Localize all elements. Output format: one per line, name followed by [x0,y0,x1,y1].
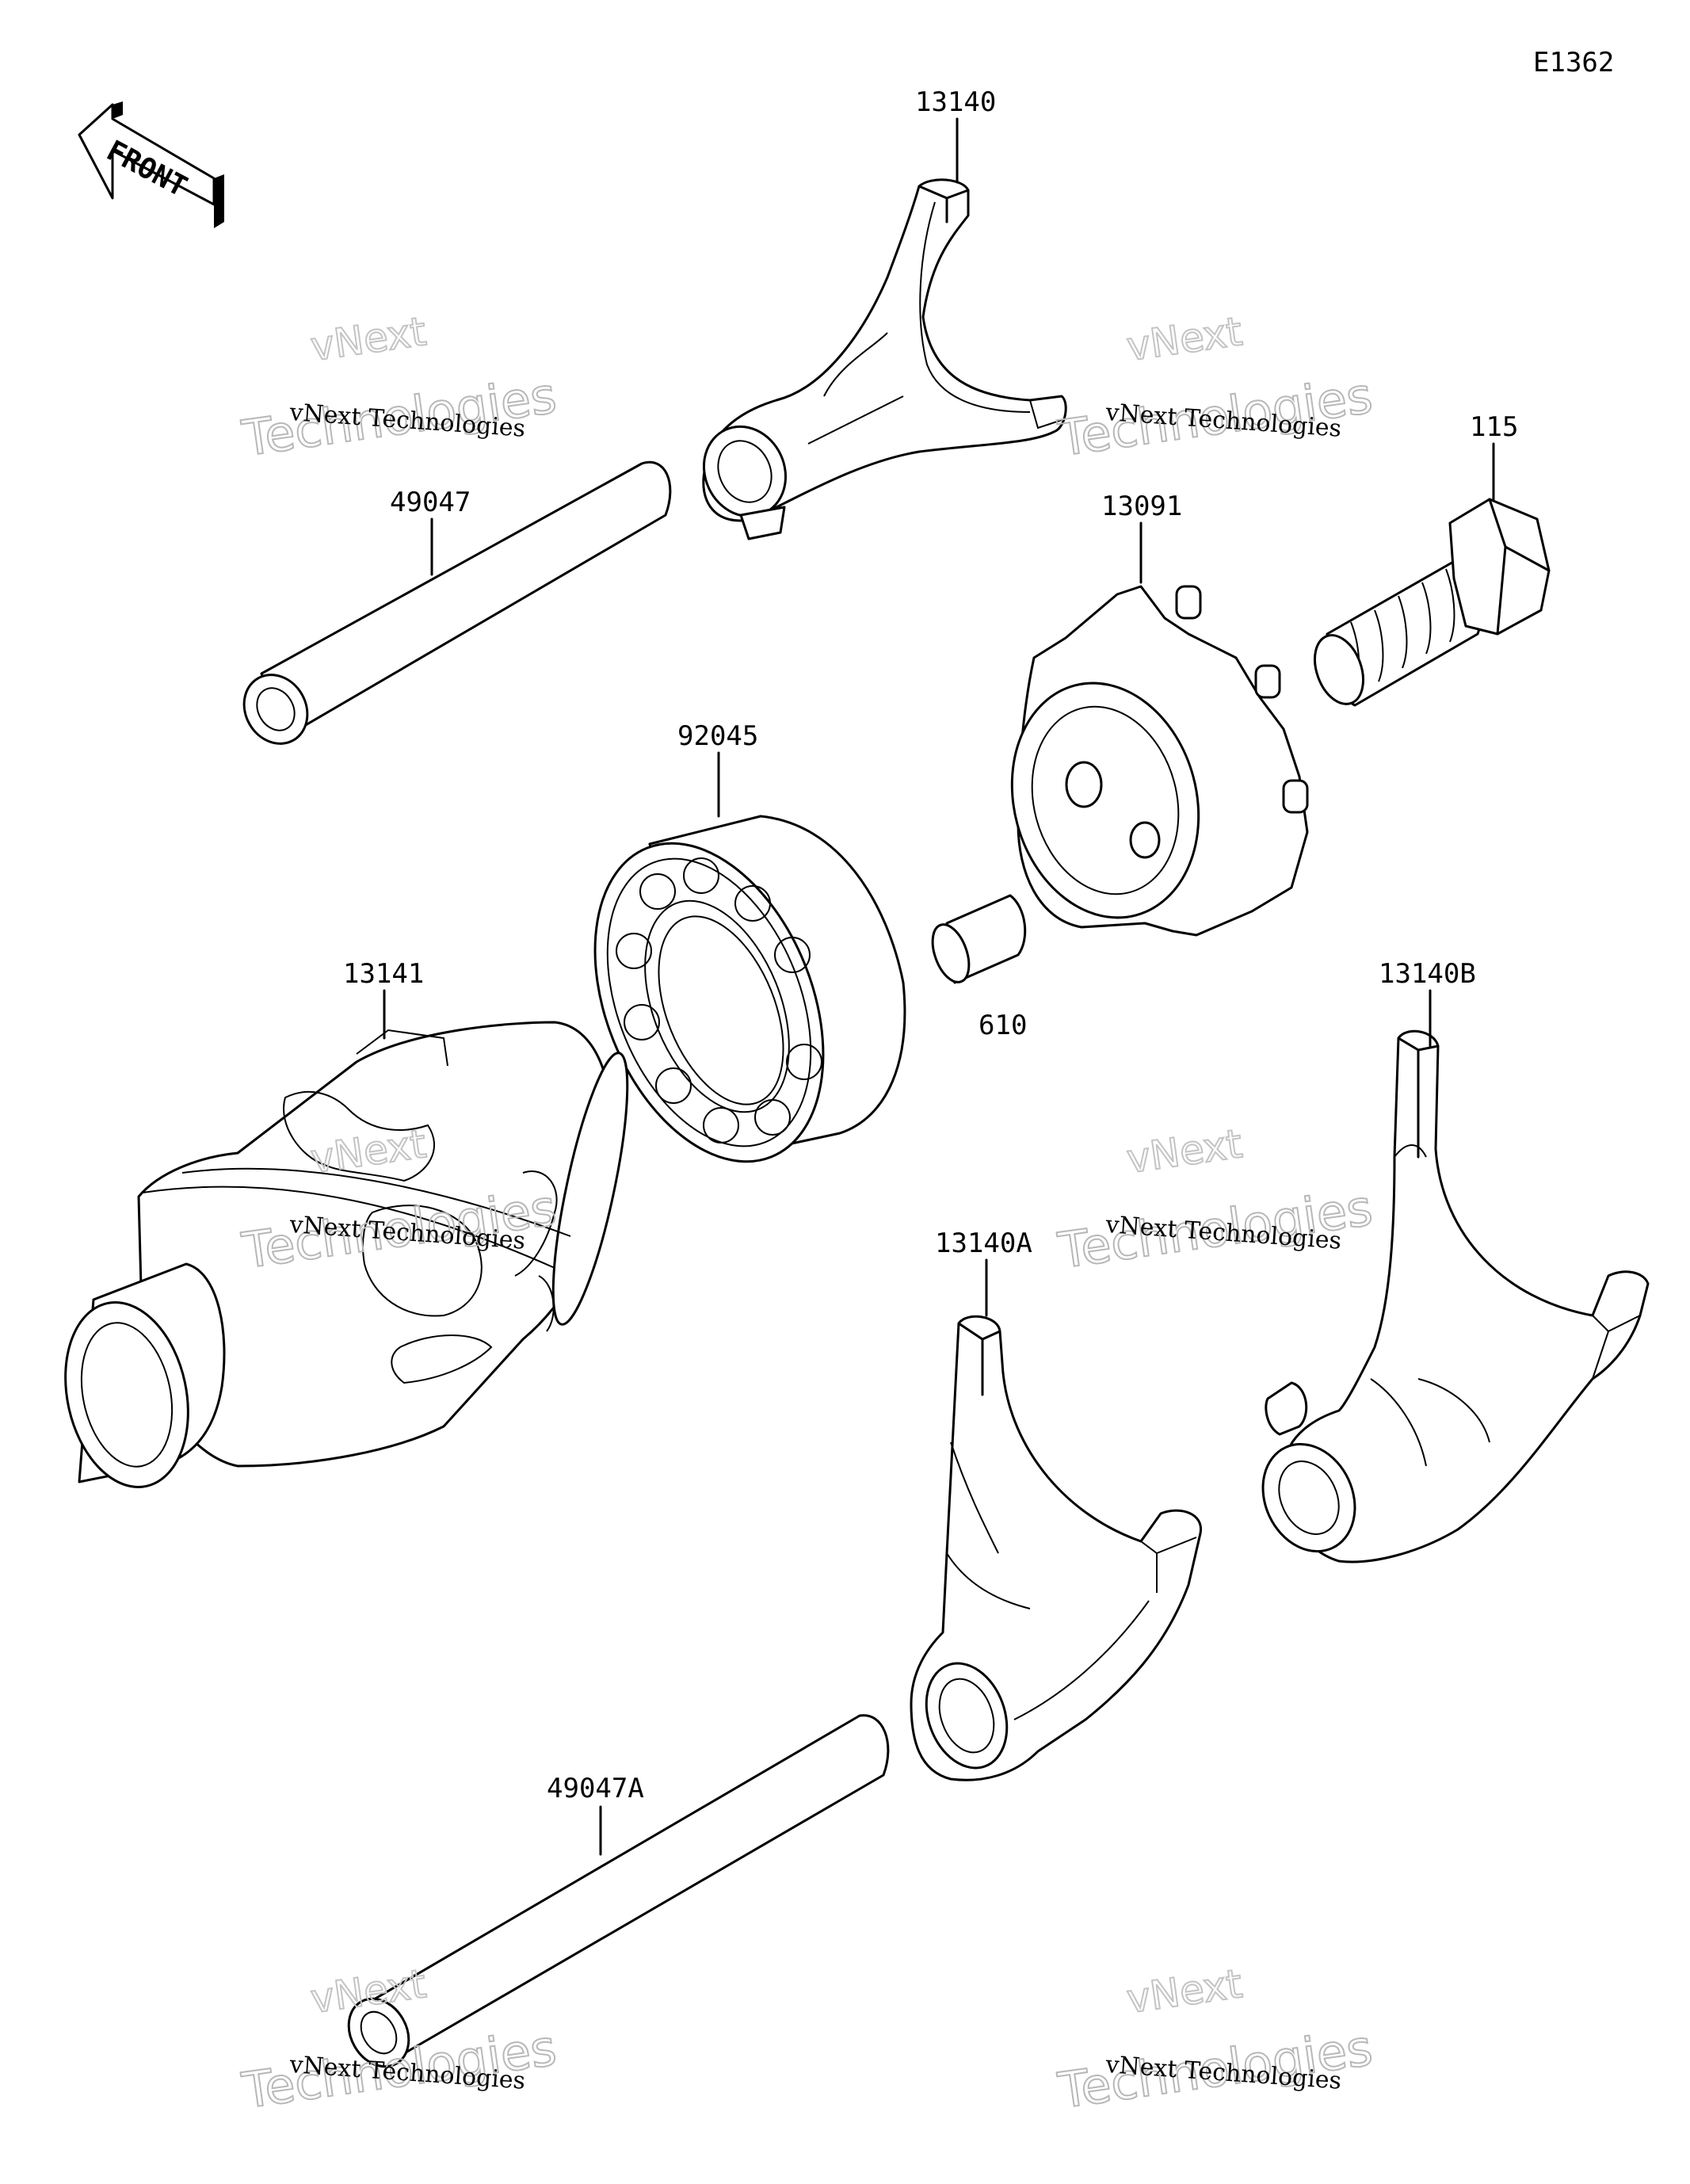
label-115: 115 [1470,411,1518,443]
pin-610 [931,894,1027,984]
watermark-top-right: vNext Technologies vNext Technologies [1054,307,1377,468]
svg-text:vNext: vNext [1124,1961,1246,2022]
svg-text:vNext: vNext [1124,308,1246,370]
shift-fork-13140 [702,178,1067,540]
label-13140B: 13140B [1379,958,1476,990]
front-arrow-icon: FRONT [78,101,224,228]
shift-fork-13140B [1261,1029,1650,1564]
bolt-115 [1314,498,1551,707]
label-13091: 13091 [1101,491,1182,522]
watermark-bottom-right: vNext Technologies vNext Technologies [1054,1960,1377,2121]
diagram-code: E1362 [1533,47,1614,78]
label-610: 610 [979,1010,1027,1041]
svg-text:vNext: vNext [1124,1121,1246,1182]
label-13141: 13141 [343,958,424,990]
label-92045: 92045 [677,720,758,752]
watermark-middle-right: vNext Technologies vNext Technologies [1054,1120,1377,1281]
label-13140A: 13140A [935,1228,1032,1259]
shift-drum-cam-13091 [1010,585,1309,937]
svg-text:vNext: vNext [308,308,429,370]
shaft-49047 [242,460,672,745]
watermark-top-left: vNext Technologies vNext Technologies [238,307,561,468]
label-49047: 49047 [390,487,471,518]
label-13140: 13140 [915,86,996,118]
shift-drum-13141 [64,1021,629,1488]
shift-fork-13140A [910,1315,1202,1781]
bearing-92045 [593,815,906,1163]
label-49047A: 49047A [547,1773,644,1804]
shaft-49047A [347,1714,890,2068]
